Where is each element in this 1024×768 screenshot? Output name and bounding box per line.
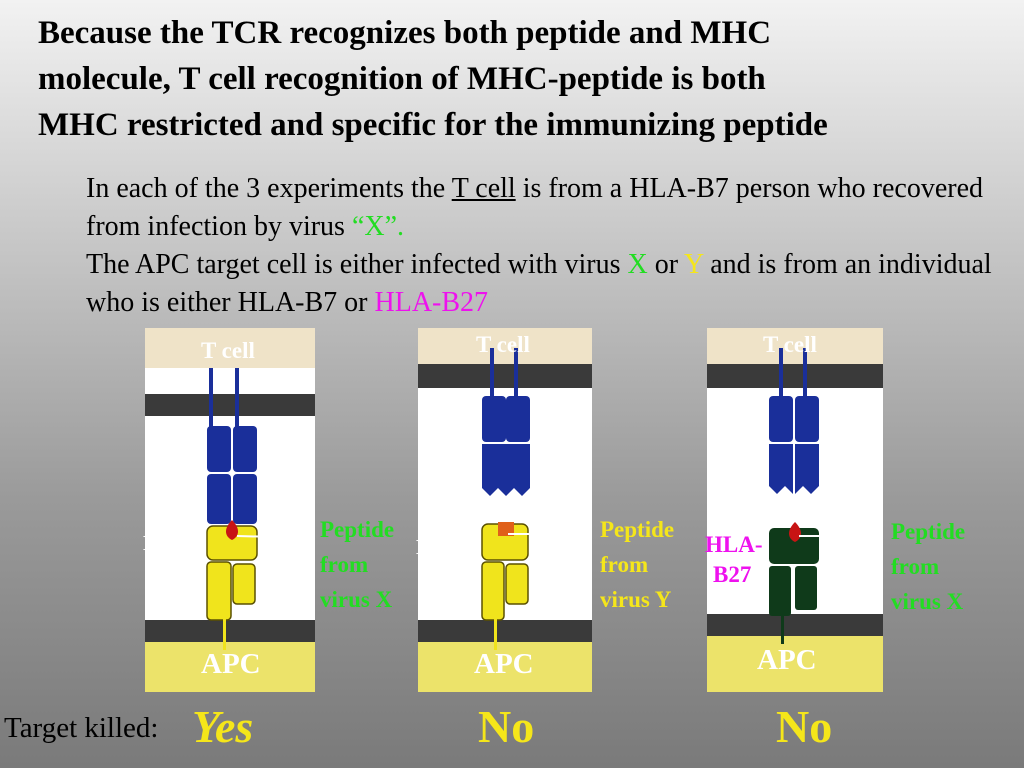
peptide-label-3: Peptide from virus X xyxy=(891,514,965,619)
apc-label-1: APC xyxy=(201,648,261,680)
hla-line2-3: B27 xyxy=(713,562,752,587)
p1-text-a: In each of the 3 experiments the xyxy=(86,173,452,204)
panel-experiment-2: T cell APC HLA- B7 Peptide from virus Y xyxy=(416,328,674,692)
pep3-3: virus X xyxy=(891,589,964,614)
pep1-2: Peptide xyxy=(600,517,675,542)
result-experiment-1: Yes xyxy=(192,701,254,752)
pep1-1: Peptide xyxy=(320,517,395,542)
hla-label-1: HLA- B7 xyxy=(143,528,196,588)
hla-line2-1: B7 xyxy=(157,561,182,585)
result-experiment-3: No xyxy=(776,701,833,752)
pep2-3: from xyxy=(891,554,940,579)
p1-tcell-underlined: T cell xyxy=(451,173,516,204)
pep3-2: virus Y xyxy=(600,587,672,612)
hla-line1-3: HLA- xyxy=(705,532,763,557)
apc-label-3: APC xyxy=(757,644,817,676)
pep2-1: from xyxy=(320,552,369,577)
pep3-1: virus X xyxy=(320,587,393,612)
p2-text-b: and is from an individual who is either … xyxy=(86,249,992,318)
p2-hla-b27: HLA-B27 xyxy=(374,287,489,318)
peptide-label-2: Peptide from virus Y xyxy=(600,512,674,617)
slide-title: Because the TCR recognizes both peptide … xyxy=(38,10,1008,148)
p1-text-b: is from a HLA-B7 person who recovered fr… xyxy=(86,173,984,242)
result-experiment-2: No xyxy=(478,701,535,752)
diagram-1 xyxy=(145,328,315,692)
hla-line1-1: HLA- xyxy=(143,531,196,555)
title-line-1: Because the TCR recognizes both peptide … xyxy=(38,15,772,51)
p2-virus-y: Y xyxy=(684,249,704,280)
tcell-label-2: T cell xyxy=(476,332,530,357)
hla-line1-2: HLA- xyxy=(416,535,469,559)
p1-virus-x: “X”. xyxy=(351,211,405,242)
hla-line2-2: B7 xyxy=(430,565,455,589)
paragraph-tcell: In each of the 3 experiments the T cell … xyxy=(86,170,1016,246)
hla-label-3: HLA- B27 xyxy=(705,530,763,590)
panel-experiment-3: T cell APC HLA- B27 Peptide from virus X xyxy=(705,328,965,692)
diagram-2 xyxy=(418,328,592,692)
hla-label-2: HLA- B7 xyxy=(416,532,469,592)
pep1-3: Peptide xyxy=(891,519,966,544)
title-line-3: MHC restricted and specific for the immu… xyxy=(38,107,828,143)
tcell-label-1: T cell xyxy=(201,338,255,363)
target-killed-label: Target killed: xyxy=(4,712,159,744)
tcell-label-3: T cell xyxy=(763,332,817,357)
diagram-3 xyxy=(707,328,883,692)
peptide-label-1: Peptide from virus X xyxy=(320,512,394,617)
p2-virus-x: X xyxy=(627,249,648,280)
title-line-2: molecule, T cell recognition of MHC-pept… xyxy=(38,61,766,97)
apc-label-2: APC xyxy=(474,648,534,680)
p2-or: or xyxy=(647,249,684,280)
pep2-2: from xyxy=(600,552,649,577)
paragraph-apc: The APC target cell is either infected w… xyxy=(86,246,1016,322)
body-text: In each of the 3 experiments the T cell … xyxy=(86,170,1016,322)
p2-text-a: The APC target cell is either infected w… xyxy=(86,249,628,280)
panel-experiment-1: T cell APC HLA- B7 Peptide from virus X xyxy=(143,328,394,692)
